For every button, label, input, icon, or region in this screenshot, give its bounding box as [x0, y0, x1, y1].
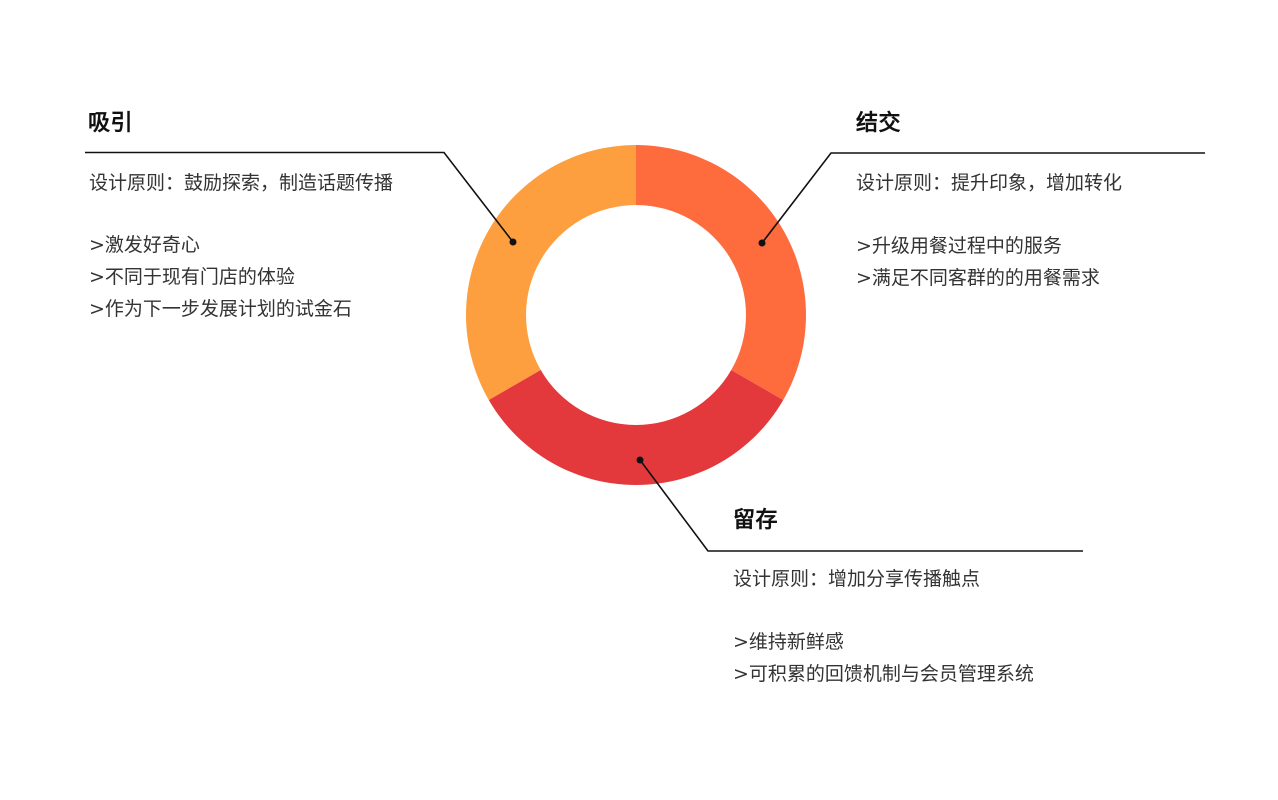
segment-retain: [488, 370, 784, 485]
leader-dot-connect: [758, 239, 766, 247]
block-title-connect: 结交: [856, 111, 902, 136]
leader-dot-retain: [636, 456, 644, 464]
leader-line-attract: [85, 151, 514, 243]
bullet-item: >不同于现有门店的体验: [89, 266, 295, 288]
bullet-item: >激发好奇心: [89, 234, 200, 256]
leader-line-retain: [639, 459, 1083, 552]
bullet-item: >升级用餐过程中的服务: [856, 235, 1062, 257]
segment-attract: [466, 145, 636, 400]
design-principle-connect: 设计原则：提升印象，增加转化: [856, 172, 1123, 194]
segment-connect: [636, 145, 806, 400]
bullet-item: >满足不同客群的的用餐需求: [856, 267, 1100, 289]
design-principle-retain: 设计原则：增加分享传播触点: [733, 568, 981, 590]
bullet-item: >可积累的回馈机制与会员管理系统: [733, 663, 1034, 685]
bullet-item: >作为下一步发展计划的试金石: [89, 298, 352, 320]
bullet-item: >维持新鲜感: [733, 631, 844, 653]
bullet-list-connect: >升级用餐过程中的服务 >满足不同客群的的用餐需求: [856, 230, 1100, 294]
block-title-retain: 留存: [733, 508, 779, 533]
design-principle-attract: 设计原则：鼓励探索，制造话题传播: [89, 172, 394, 194]
leader-line-connect: [761, 152, 1205, 244]
bullet-list-retain: >维持新鲜感 >可积累的回馈机制与会员管理系统: [733, 626, 1034, 690]
block-title-attract: 吸引: [88, 111, 134, 136]
leader-dot-attract: [509, 238, 517, 246]
bullet-list-attract: >激发好奇心 >不同于现有门店的体验 >作为下一步发展计划的试金石: [89, 229, 352, 325]
